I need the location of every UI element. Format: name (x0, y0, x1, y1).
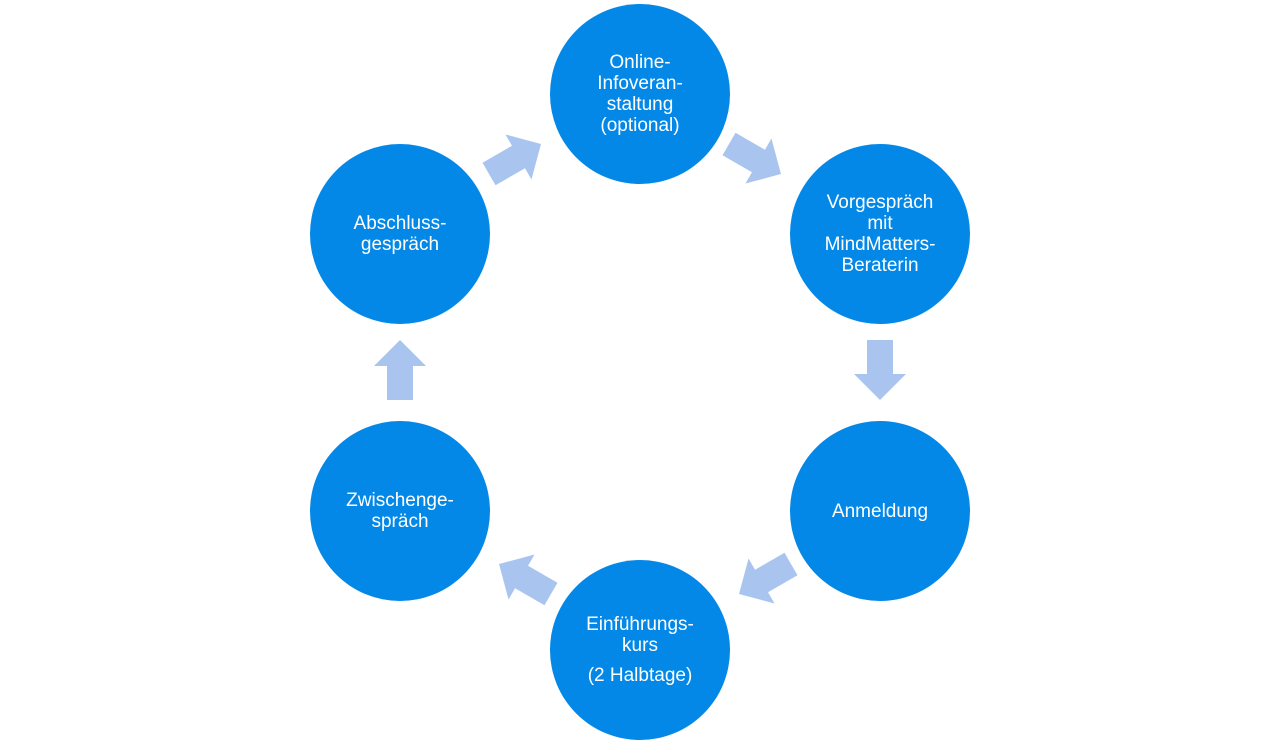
step-label-line: spräch (371, 511, 429, 532)
step-label-line: Anmeldung (831, 500, 929, 522)
step-label-line: Online- (609, 52, 671, 73)
step-vorgespraech: Vorgespräch mit MindMatters- Beraterin (790, 144, 970, 324)
step-label-line: gespräch (360, 234, 440, 255)
step-online-infoveranstaltung: Online- Infoveran- staltung (optional) (550, 4, 730, 184)
step-label-line: Vorgespräch (826, 192, 934, 213)
flow-arrow-icon (374, 340, 426, 400)
flow-arrow-icon (716, 121, 794, 196)
step-label-line: (optional) (600, 115, 680, 136)
flow-arrow-icon (476, 121, 554, 196)
step-label-line: Einführungs- (586, 614, 694, 635)
step-label-line: staltung (606, 94, 674, 115)
step-label-line: Infoveran- (597, 73, 683, 94)
flow-arrow-icon (726, 541, 804, 616)
step-label-line: Beraterin (841, 255, 919, 276)
step-label-line: MindMatters- (824, 234, 936, 255)
step-anmeldung: Anmeldung (790, 421, 970, 601)
flow-arrow-icon (486, 541, 564, 616)
step-label-line: mit (867, 213, 893, 234)
step-label-line: kurs (622, 635, 658, 656)
step-zwischengespraech: Zwischenge- spräch (310, 421, 490, 601)
step-label-line: Abschluss- (353, 213, 447, 234)
step-abschlussgespraech: Abschluss- gespräch (310, 144, 490, 324)
step-label-extra: (2 Halbtage) (587, 665, 693, 686)
flow-arrow-icon (854, 340, 906, 400)
step-label-line: Zwischenge- (346, 490, 454, 511)
step-einfuehrungskurs: Einführungs- kurs (2 Halbtage) (550, 560, 730, 740)
